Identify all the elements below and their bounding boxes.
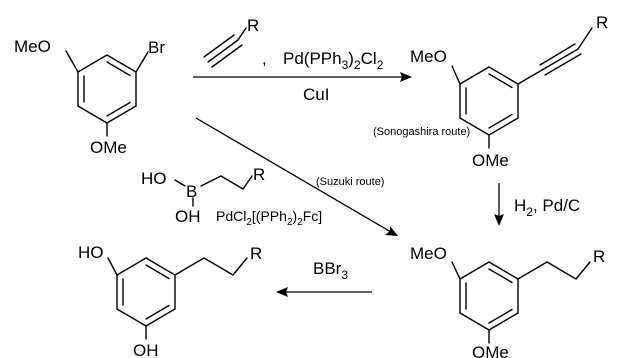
r-group-label: R xyxy=(593,247,605,266)
boron-label: B xyxy=(186,182,197,201)
hydrogenation-arrow xyxy=(494,183,504,226)
hydroxy-label: HO xyxy=(141,169,167,188)
hydroxy-label: HO xyxy=(78,243,104,262)
methoxy-label: MeO xyxy=(410,47,447,66)
methoxy-label: OMe xyxy=(472,151,509,170)
benzene-ring xyxy=(77,54,137,124)
methoxy-label: OMe xyxy=(90,138,127,157)
suzuki-arrow xyxy=(195,117,398,236)
bbr3-label: BBr3 xyxy=(313,259,348,282)
molecule-alkyl-dimethoxybenzene: MeO R OMe xyxy=(410,244,605,358)
bromine-label: Br xyxy=(148,38,165,57)
methoxy-label: OMe xyxy=(472,343,509,358)
r-group-label: R xyxy=(596,13,608,32)
r-group-label: R xyxy=(253,165,265,184)
terminal-alkyne-reagent: R xyxy=(203,16,259,68)
sonogashira-arrow xyxy=(193,72,412,82)
benzene-ring xyxy=(116,257,176,327)
demethylation-arrow xyxy=(276,287,372,297)
benzene-ring xyxy=(459,261,519,331)
comma: , xyxy=(262,49,267,68)
methoxy-label: MeO xyxy=(410,244,447,263)
benzene-ring xyxy=(459,66,519,136)
cui-label: CuI xyxy=(303,85,329,104)
pd-catalyst-label: Pd(PPh3)2Cl2 xyxy=(283,49,384,72)
hydroxy-label: OH xyxy=(133,341,159,358)
r-group-label: R xyxy=(250,244,262,263)
methoxy-label: MeO xyxy=(14,37,51,56)
molecule-alkyl-resorcinol: HO R OH xyxy=(78,243,262,358)
molecule-alkynyl-dimethoxybenzene: MeO R OMe xyxy=(410,13,608,170)
hydrogenation-conditions: H2, Pd/C xyxy=(514,196,580,219)
molecule-bromo-dimethoxybenzene: MeO Br OMe xyxy=(14,37,165,157)
sonogashira-route-label: (Sonogashira route) xyxy=(373,126,470,138)
r-group-label: R xyxy=(247,16,259,35)
suzuki-catalyst-label: PdCl2[(PPh2)2Fc] xyxy=(216,208,322,228)
alkylboronic-acid-reagent: HO B OH R xyxy=(141,165,265,226)
suzuki-route-label: (Suzuki route) xyxy=(316,176,384,188)
hydroxy-label: OH xyxy=(175,207,201,226)
